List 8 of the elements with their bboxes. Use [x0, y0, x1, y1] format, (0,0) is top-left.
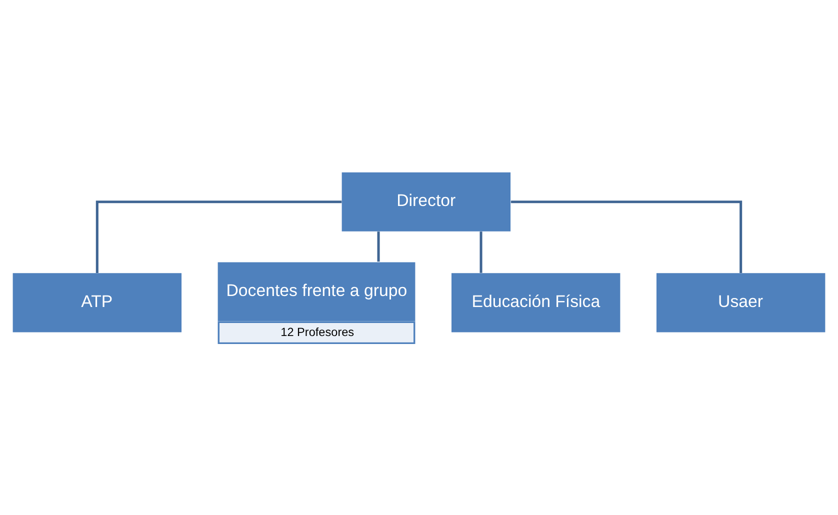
- node-box: Director: [342, 172, 511, 231]
- node-box: Usaer: [656, 272, 826, 332]
- connector: [480, 231, 482, 272]
- connector: [96, 200, 342, 272]
- node-box: Educación Física: [451, 272, 620, 332]
- connector: [510, 200, 742, 272]
- connector: [377, 231, 380, 262]
- node-box: ATP: [12, 272, 182, 332]
